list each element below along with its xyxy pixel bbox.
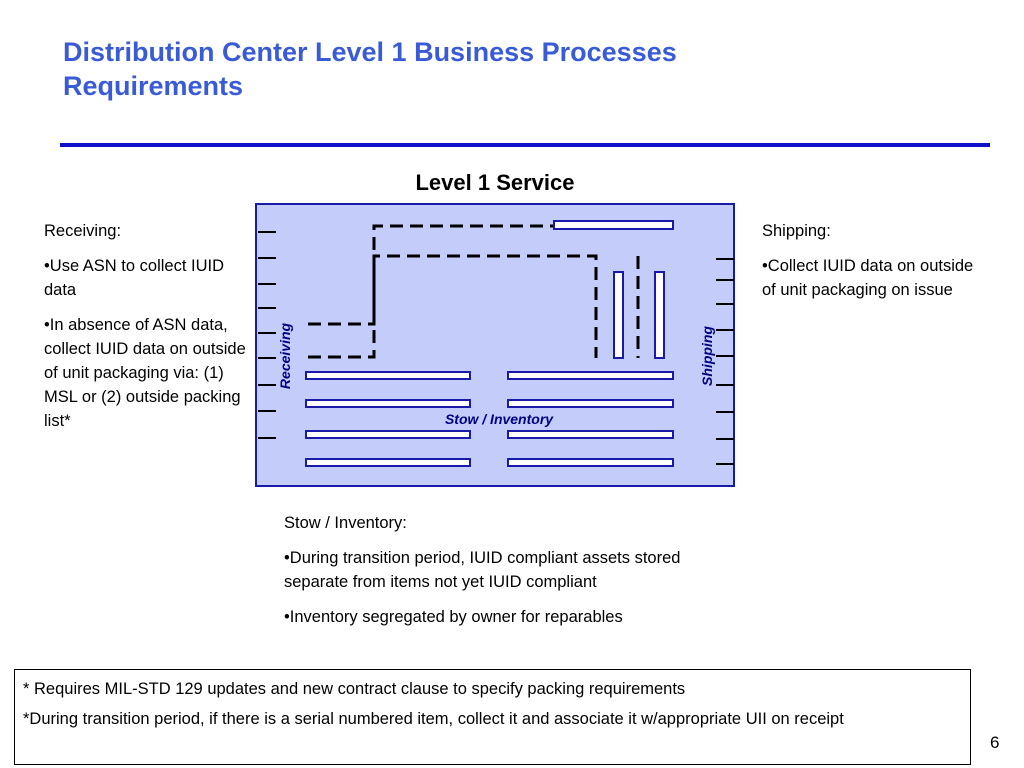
slide-title: Distribution Center Level 1 Business Pro… [63,35,963,103]
shipping-bullet: •Collect IUID data on outside of unit pa… [762,257,974,299]
title-divider [60,143,990,147]
rack-vertical [654,271,665,359]
page-number: 6 [990,733,1000,752]
stow-inventory-notes: Stow / Inventory: •During transition per… [284,511,714,640]
stow-bullet: •Inventory segregated by owner for repar… [284,608,623,626]
rack-vertical [613,271,624,359]
footnotes-box: * Requires MIL-STD 129 updates and new c… [14,669,971,765]
stow-heading: Stow / Inventory: [284,514,407,532]
footnote: * Requires MIL-STD 129 updates and new c… [23,680,686,698]
diagram-title: Level 1 Service [415,170,575,195]
receiving-bullet: •Use ASN to collect IUID data [44,257,225,299]
rack-right [507,399,674,408]
stow-inventory-area-label: Stow / Inventory [445,411,554,427]
slide-title-line-2: Requirements [63,71,244,101]
flow-path-inner [308,254,598,359]
material-flow-paths [308,224,640,359]
shipping-notes: Shipping: •Collect IUID data on outside … [762,219,987,313]
rack-left [305,458,471,467]
rack-left [305,371,471,380]
flow-path-outer [308,224,554,326]
receiving-heading: Receiving: [44,222,122,240]
rack-right [507,430,674,439]
rack-top [553,220,674,230]
receiving-notes: Receiving: •Use ASN to collect IUID data… [44,219,256,444]
stow-bullet: •During transition period, IUID complian… [284,549,681,591]
footnote: *During transition period, if there is a… [23,710,844,728]
rack-right [507,371,674,380]
shipping-dock-doors [716,258,734,465]
rack-right [507,458,674,467]
receiving-bullet: •In absence of ASN data, collect IUID da… [44,316,246,430]
slide-title-line-1: Distribution Center Level 1 Business Pro… [63,37,677,67]
rack-left [305,399,471,408]
shipping-area-label: Shipping [699,326,715,386]
rack-left [305,430,471,439]
receiving-area-label: Receiving [277,322,293,389]
receiving-dock-doors [258,231,276,439]
shipping-heading: Shipping: [762,222,831,240]
storage-racks [305,220,674,467]
